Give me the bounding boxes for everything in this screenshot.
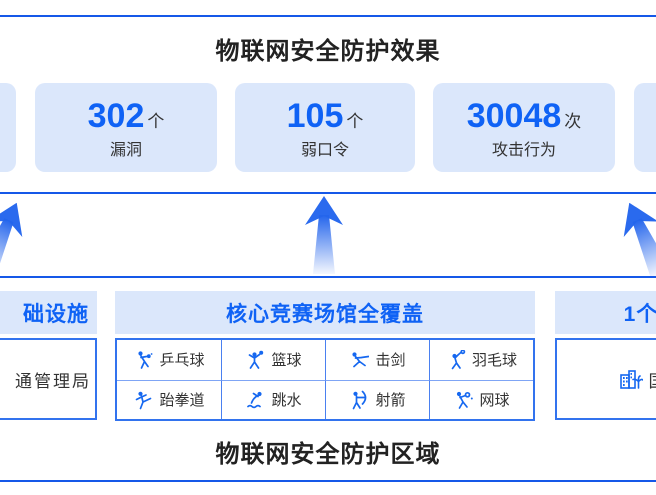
- stat-value: 302: [87, 97, 145, 135]
- separator-line-mid-bottom: [0, 276, 656, 278]
- separator-line-bottom: [0, 480, 656, 482]
- stat-card-vulnerabilities: 302 个 漏洞: [35, 83, 217, 172]
- venue-cell-basketball: 篮球: [221, 340, 325, 380]
- up-left-flow-arrow-icon: [0, 202, 23, 279]
- up-flow-arrow-icon: [305, 196, 343, 274]
- zone-item-label: 国: [649, 367, 656, 392]
- venue-cell-archery: 射箭: [325, 379, 429, 419]
- venue-label: 跳水: [271, 392, 302, 410]
- venue-label: 网球: [479, 392, 510, 410]
- stat-card-weak-passwords: 105 个 弱口令: [235, 83, 415, 172]
- page-title-area: 物联网安全防护区域: [215, 441, 441, 468]
- table-tennis-icon: [138, 351, 153, 369]
- stat-card-partial-right: [634, 83, 656, 172]
- up-right-flow-arrow-icon: [623, 202, 656, 279]
- archery-icon: [353, 390, 367, 410]
- zone-header-infrastructure: 础设施: [0, 291, 97, 334]
- stat-value-row: 105 个: [287, 99, 364, 133]
- zone-header-right: 1个: [555, 291, 656, 334]
- venue-label: 羽毛球: [471, 352, 517, 370]
- stat-value-row: 30048 次: [467, 99, 582, 133]
- stat-unit: 个: [147, 112, 165, 131]
- taekwondo-icon: [136, 391, 152, 410]
- venue-cell-table-tennis: 乒乓球: [117, 340, 221, 380]
- zone-item-management-bureau: 通管理局: [0, 338, 97, 420]
- venue-cell-badminton: 羽毛球: [429, 340, 533, 380]
- stat-card-partial-left: [0, 83, 16, 172]
- venue-cell-tennis: 网球: [429, 379, 533, 419]
- badminton-icon: [451, 349, 466, 370]
- venue-cell-diving: 跳水: [221, 379, 325, 419]
- venue-label: 击剑: [375, 352, 406, 370]
- venue-cell-fencing: 击剑: [325, 340, 429, 380]
- tennis-icon: [457, 391, 474, 409]
- stat-value-row: 302 个: [88, 99, 165, 133]
- page-title-effect: 物联网安全防护效果: [215, 38, 441, 65]
- stat-card-attacks: 30048 次 攻击行为: [433, 83, 615, 172]
- venue-label: 射箭: [375, 392, 406, 410]
- separator-line-top: [0, 15, 656, 17]
- basketball-icon: [249, 350, 264, 369]
- stat-label: 攻击行为: [491, 142, 556, 159]
- stat-label: 漏洞: [109, 142, 142, 159]
- stat-value: 30048: [466, 97, 562, 135]
- zone-item-label: 通管理局: [15, 371, 91, 391]
- building-icon: [619, 370, 643, 389]
- venue-label: 篮球: [271, 352, 302, 370]
- venue-label: 乒乓球: [159, 352, 205, 370]
- zone-item-national: 国: [555, 338, 656, 420]
- diving-icon: [247, 391, 263, 408]
- fencing-icon: [352, 352, 370, 368]
- zone-header-venues: 核心竞赛场馆全覆盖: [115, 291, 535, 334]
- venue-label: 跆拳道: [159, 392, 205, 410]
- separator-line-mid-top: [0, 192, 656, 194]
- venue-table: 乒乓球 篮球 击剑 羽毛球: [115, 338, 535, 421]
- stat-value: 105: [286, 97, 344, 135]
- stat-unit: 个: [346, 112, 364, 131]
- stat-label: 弱口令: [300, 142, 349, 159]
- stat-unit: 次: [564, 112, 582, 131]
- venue-cell-taekwondo: 跆拳道: [117, 379, 221, 420]
